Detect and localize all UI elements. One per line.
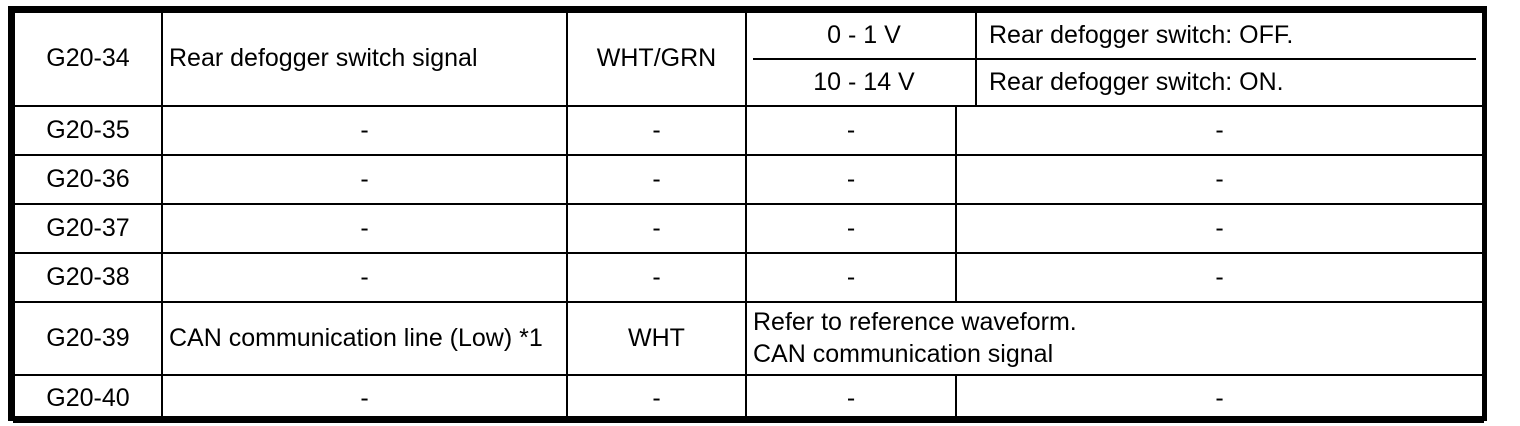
- waveform-note: Refer to reference waveform. CAN communi…: [745, 301, 1484, 376]
- condition-text: -: [955, 203, 1484, 254]
- wire-color: -: [566, 374, 747, 423]
- condition-text: Rear defogger switch: ON.: [975, 59, 1476, 104]
- waveform-note-line-2: CAN communication signal: [753, 339, 1054, 368]
- voltage-value: -: [745, 154, 957, 205]
- wire-color: -: [566, 105, 747, 156]
- wire-color: WHT/GRN: [566, 11, 747, 107]
- voltage-value: -: [745, 374, 957, 423]
- signal-description: -: [161, 374, 568, 423]
- measurement-row: 10 - 14 V Rear defogger switch: ON.: [753, 59, 1476, 104]
- table-row: G20-40 - - - -: [13, 374, 1484, 423]
- signal-description: -: [161, 154, 568, 205]
- waveform-note-line-1: Refer to reference waveform.: [753, 308, 1077, 337]
- table-row: G20-38 - - - -: [13, 252, 1484, 303]
- table-row: G20-35 - - - -: [13, 105, 1484, 156]
- condition-text: -: [955, 252, 1484, 303]
- terminal-spec-table: G20-34 Rear defogger switch signal WHT/G…: [13, 11, 1484, 423]
- voltage-value: -: [745, 105, 957, 156]
- terminal-id: G20-35: [13, 105, 163, 156]
- terminal-spec-table-container: G20-34 Rear defogger switch signal WHT/G…: [8, 6, 1487, 423]
- condition-text: -: [955, 105, 1484, 156]
- terminal-id: G20-40: [13, 374, 163, 423]
- table-row: G20-37 - - - -: [13, 203, 1484, 254]
- voltage-value: -: [745, 203, 957, 254]
- terminal-id: G20-38: [13, 252, 163, 303]
- voltage-value: -: [745, 252, 957, 303]
- condition-text: -: [955, 374, 1484, 423]
- terminal-id: G20-36: [13, 154, 163, 205]
- voltage-value: 0 - 1 V: [753, 14, 977, 60]
- terminal-id: G20-37: [13, 203, 163, 254]
- terminal-id: G20-39: [13, 301, 163, 376]
- table-row: G20-36 - - - -: [13, 154, 1484, 205]
- signal-description: Rear defogger switch signal: [161, 11, 568, 107]
- measurement-row: 0 - 1 V Rear defogger switch: OFF.: [753, 14, 1476, 60]
- table-row: G20-34 Rear defogger switch signal WHT/G…: [13, 11, 1484, 107]
- signal-description: -: [161, 203, 568, 254]
- condition-text: -: [955, 154, 1484, 205]
- condition-text: Rear defogger switch: OFF.: [975, 14, 1476, 60]
- terminal-id: G20-34: [13, 11, 163, 107]
- measurement-group: 0 - 1 V Rear defogger switch: OFF. 10 - …: [745, 11, 1484, 107]
- wire-color: -: [566, 154, 747, 205]
- voltage-value: 10 - 14 V: [753, 59, 977, 104]
- table-row: G20-39 CAN communication line (Low) *1 W…: [13, 301, 1484, 376]
- wire-color: WHT: [566, 301, 747, 376]
- wire-color: -: [566, 203, 747, 254]
- signal-description: -: [161, 252, 568, 303]
- wire-color: -: [566, 252, 747, 303]
- signal-description: CAN communication line (Low) *1: [161, 301, 568, 376]
- signal-description: -: [161, 105, 568, 156]
- measurement-subtable: 0 - 1 V Rear defogger switch: OFF. 10 - …: [753, 14, 1476, 104]
